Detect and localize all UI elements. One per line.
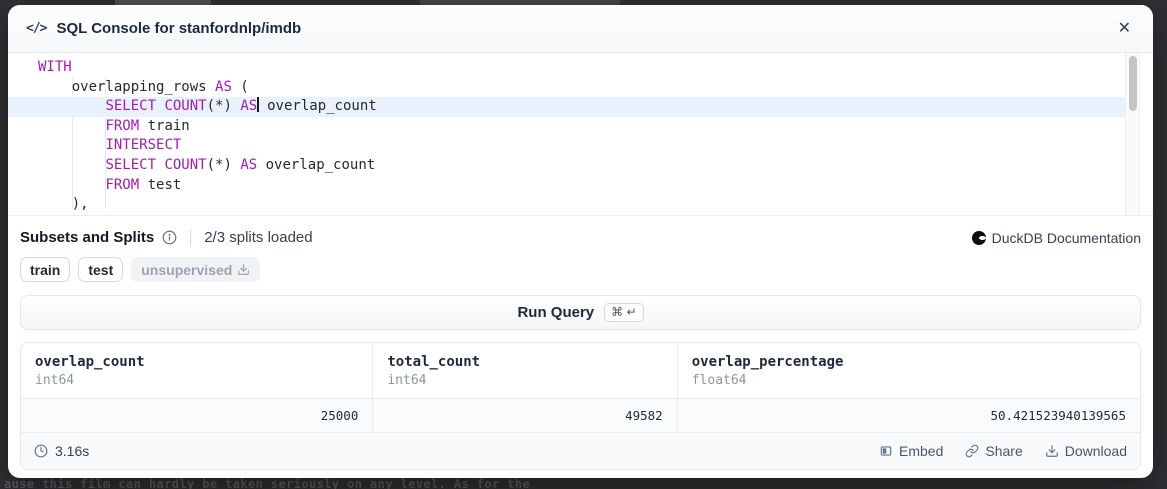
vertical-divider bbox=[190, 230, 191, 246]
sql-keyword: FROM bbox=[105, 118, 139, 134]
column-name: overlap_count bbox=[35, 353, 358, 371]
code-line[interactable]: overlapping_rows AS ( bbox=[8, 78, 1153, 98]
code-line[interactable]: FROM test bbox=[8, 176, 1153, 196]
column-type: int64 bbox=[35, 372, 358, 389]
code-lines: WITH overlapping_rows AS ( SELECT COUNT(… bbox=[8, 53, 1153, 215]
sql-keyword: AS bbox=[240, 157, 257, 173]
editor-scrollbar-thumb[interactable] bbox=[1129, 56, 1137, 111]
close-icon[interactable]: ✕ bbox=[1114, 17, 1135, 41]
query-duration-value: 3.16s bbox=[55, 443, 89, 459]
code-icon: </> bbox=[26, 21, 46, 36]
run-query-button[interactable]: Run Query ⌘ ↵ bbox=[20, 295, 1141, 330]
info-icon[interactable] bbox=[162, 230, 177, 245]
subsets-heading: Subsets and Splits bbox=[20, 229, 154, 246]
column-name: overlap_percentage bbox=[692, 353, 1126, 371]
code-line[interactable]: FROM train bbox=[8, 117, 1153, 137]
sql-keyword: SELECT bbox=[105, 157, 156, 173]
results-card: overlap_count int64 total_count int64 ov… bbox=[20, 342, 1141, 470]
column-type: int64 bbox=[387, 372, 662, 389]
modal-content: Subsets and Splits 2/3 splits loaded Duc… bbox=[8, 225, 1153, 470]
embed-icon bbox=[879, 444, 893, 458]
split-pill-unsupervised[interactable]: unsupervised bbox=[131, 257, 260, 282]
sql-text bbox=[38, 177, 105, 193]
sql-text bbox=[38, 137, 105, 153]
splits-loaded-status: 2/3 splits loaded bbox=[204, 229, 312, 246]
sql-text: ( bbox=[232, 79, 249, 95]
sql-text: overlap_count bbox=[259, 98, 377, 114]
sql-keyword: AS bbox=[215, 79, 232, 95]
sql-keyword: FROM bbox=[105, 177, 139, 193]
dimmed-background-text: ause this film can hardly be taken serio… bbox=[4, 477, 530, 489]
sql-keyword: INTERSECT bbox=[105, 137, 181, 153]
sql-text: overlapping_rows bbox=[38, 79, 215, 95]
column-header: overlap_percentage float64 bbox=[677, 343, 1140, 398]
splits-pills-row: train test unsupervised bbox=[20, 257, 1141, 282]
code-line[interactable]: SELECT COUNT(*) AS overlap_count bbox=[8, 156, 1153, 176]
column-header: overlap_count int64 bbox=[21, 343, 372, 398]
subsets-row: Subsets and Splits 2/3 splits loaded Duc… bbox=[20, 225, 1141, 250]
duckdb-documentation-link[interactable]: DuckDB Documentation bbox=[972, 230, 1141, 246]
query-duration: 3.16s bbox=[34, 443, 89, 459]
sql-text bbox=[38, 118, 105, 134]
split-pill-label: unsupervised bbox=[141, 262, 232, 278]
share-button[interactable]: Share bbox=[965, 443, 1022, 459]
column-name: total_count bbox=[387, 353, 662, 371]
duckdb-documentation-label: DuckDB Documentation bbox=[992, 230, 1141, 246]
results-header-row: overlap_count int64 total_count int64 ov… bbox=[21, 343, 1140, 399]
sql-text: ), bbox=[38, 196, 89, 212]
split-pill-label: test bbox=[88, 262, 113, 278]
cell-value: 49582 bbox=[372, 399, 676, 432]
sql-keyword: COUNT bbox=[164, 98, 206, 114]
code-line[interactable]: INTERSECT bbox=[8, 136, 1153, 156]
sql-editor[interactable]: WITH overlapping_rows AS ( SELECT COUNT(… bbox=[8, 53, 1153, 216]
sql-text: (*) bbox=[207, 157, 241, 173]
editor-scrollbar[interactable] bbox=[1125, 53, 1140, 215]
sql-text: (*) bbox=[207, 98, 241, 114]
download-icon bbox=[1045, 444, 1059, 458]
split-pill-label: train bbox=[30, 262, 60, 278]
download-icon bbox=[237, 263, 250, 276]
download-button[interactable]: Download bbox=[1045, 443, 1127, 459]
sql-text bbox=[38, 157, 105, 173]
cell-value: 50.421523940139565 bbox=[677, 399, 1140, 432]
clock-icon bbox=[34, 444, 48, 458]
code-line[interactable]: ), bbox=[8, 195, 1153, 215]
cell-value: 25000 bbox=[21, 399, 372, 432]
split-pill-train[interactable]: train bbox=[20, 257, 70, 282]
footer-actions: Embed Share Download bbox=[879, 443, 1127, 459]
keyboard-shortcut-badge: ⌘ ↵ bbox=[604, 303, 643, 322]
embed-button[interactable]: Embed bbox=[879, 443, 943, 459]
modal-title: SQL Console for stanfordnlp/imdb bbox=[56, 20, 301, 37]
modal-header: </> SQL Console for stanfordnlp/imdb ✕ bbox=[8, 5, 1153, 53]
split-pill-test[interactable]: test bbox=[78, 257, 123, 282]
sql-text: test bbox=[139, 177, 181, 193]
code-line[interactable]: SELECT COUNT(*) AS overlap_count bbox=[8, 97, 1125, 117]
sql-console-modal: </> SQL Console for stanfordnlp/imdb ✕ W… bbox=[8, 5, 1153, 478]
sql-keyword: COUNT bbox=[164, 157, 206, 173]
column-header: total_count int64 bbox=[372, 343, 676, 398]
download-label: Download bbox=[1065, 443, 1127, 459]
sql-text: train bbox=[139, 118, 190, 134]
run-query-label: Run Query bbox=[517, 304, 594, 321]
results-data-row: 25000 49582 50.421523940139565 bbox=[21, 399, 1140, 433]
share-label: Share bbox=[985, 443, 1022, 459]
results-footer: 3.16s Embed Share bbox=[21, 433, 1140, 469]
sql-keyword: AS bbox=[240, 98, 257, 114]
sql-text bbox=[38, 98, 105, 114]
code-line[interactable]: WITH bbox=[8, 58, 1153, 78]
sql-text: overlap_count bbox=[257, 157, 375, 173]
share-link-icon bbox=[965, 444, 979, 458]
sql-keyword: SELECT bbox=[105, 98, 156, 114]
sql-keyword: WITH bbox=[38, 59, 72, 75]
duckdb-logo-icon bbox=[972, 231, 986, 245]
embed-label: Embed bbox=[899, 443, 943, 459]
column-type: float64 bbox=[692, 372, 1126, 389]
